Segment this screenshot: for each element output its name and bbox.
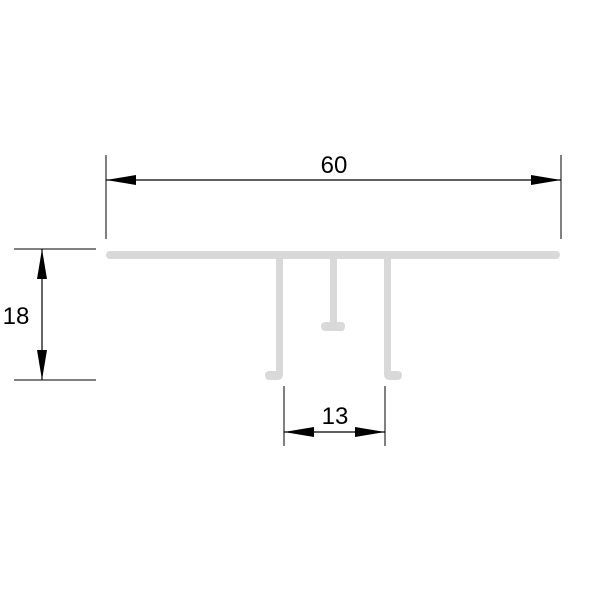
right-leg xyxy=(384,259,402,380)
top-flange xyxy=(106,251,560,259)
height-dimension: 18 xyxy=(3,248,96,381)
width-arrow-left xyxy=(106,175,136,185)
slot-arrow-left xyxy=(284,427,314,437)
profile-section xyxy=(106,251,560,380)
slot-dimension-label: 13 xyxy=(322,403,349,430)
center-stem xyxy=(321,259,345,331)
height-dimension-label: 18 xyxy=(3,303,30,330)
height-arrow-top xyxy=(37,249,47,279)
height-arrow-bottom xyxy=(37,350,47,380)
slot-dimension: 13 xyxy=(283,386,386,446)
left-leg xyxy=(265,259,283,380)
width-arrow-right xyxy=(531,175,561,185)
width-dimension-label: 60 xyxy=(321,152,348,179)
slot-arrow-right xyxy=(355,427,385,437)
width-dimension: 60 xyxy=(105,152,562,239)
